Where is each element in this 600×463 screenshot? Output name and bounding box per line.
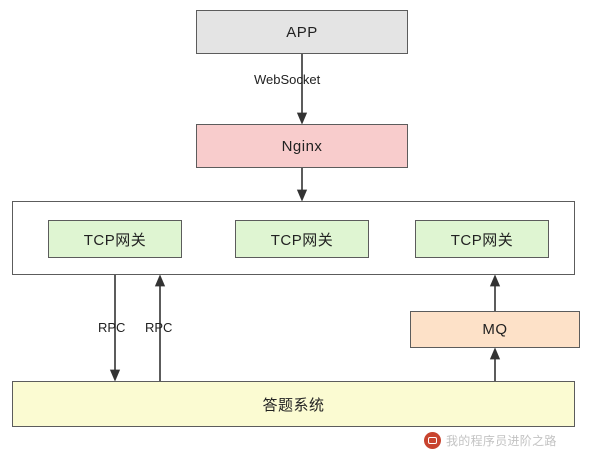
watermark-text: 我的程序员进阶之路 [446, 434, 557, 448]
node-tcp-gateway-1-label: TCP网关 [83, 231, 147, 249]
node-tcp-gateway-1: TCP网关 [48, 220, 182, 258]
edge-label-rpc-down: RPC [98, 320, 126, 335]
node-tcp-gateway-2-label: TCP网关 [270, 231, 334, 249]
node-answer-system-label: 答题系统 [262, 396, 325, 414]
node-answer-system: 答题系统 [12, 381, 575, 427]
node-tcp-gateway-2: TCP网关 [235, 220, 369, 258]
node-nginx: Nginx [196, 124, 408, 168]
watermark: 我的程序员进阶之路 [424, 432, 557, 449]
node-tcp-gateway-3: TCP网关 [415, 220, 549, 258]
node-nginx-label: Nginx [281, 137, 323, 155]
node-app-label: APP [286, 23, 318, 41]
node-app: APP [196, 10, 408, 54]
edge-label-websocket: WebSocket [254, 72, 321, 87]
node-tcp-gateway-3-label: TCP网关 [450, 231, 514, 249]
edge-label-rpc-up: RPC [145, 320, 173, 335]
wechat-logo-icon [424, 432, 441, 449]
node-mq: MQ [410, 311, 580, 348]
node-mq-label: MQ [482, 321, 508, 338]
